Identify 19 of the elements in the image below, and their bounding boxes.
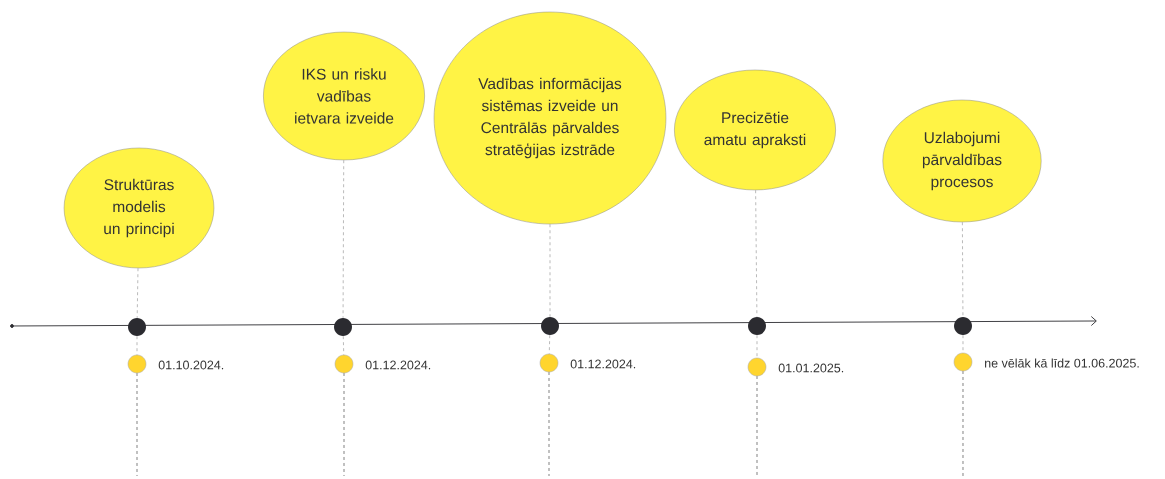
- date-label: 01.12.2024.: [365, 360, 431, 370]
- connector-line: [962, 221, 964, 318]
- connector-line: [756, 334, 758, 359]
- date-label: 01.12.2024.: [570, 359, 636, 369]
- connector-line: [342, 159, 345, 319]
- date-label: 01.10.2024.: [158, 360, 224, 370]
- connector-line: [548, 334, 551, 355]
- connector-line: [549, 223, 551, 318]
- timeline-dot: [128, 318, 146, 336]
- timeline-dot: [748, 317, 766, 335]
- date-label: 01.01.2025.: [778, 363, 844, 373]
- timeline-dot: [541, 317, 559, 335]
- connector-line: [342, 335, 345, 356]
- timeline-dot: [334, 318, 352, 336]
- connector-line: [136, 335, 138, 356]
- date-label: ne vēlāk kā līdz 01.06.2025.: [985, 358, 1139, 368]
- connector-line: [755, 189, 758, 318]
- connector-line: [136, 267, 139, 319]
- timeline-dot: [954, 317, 972, 335]
